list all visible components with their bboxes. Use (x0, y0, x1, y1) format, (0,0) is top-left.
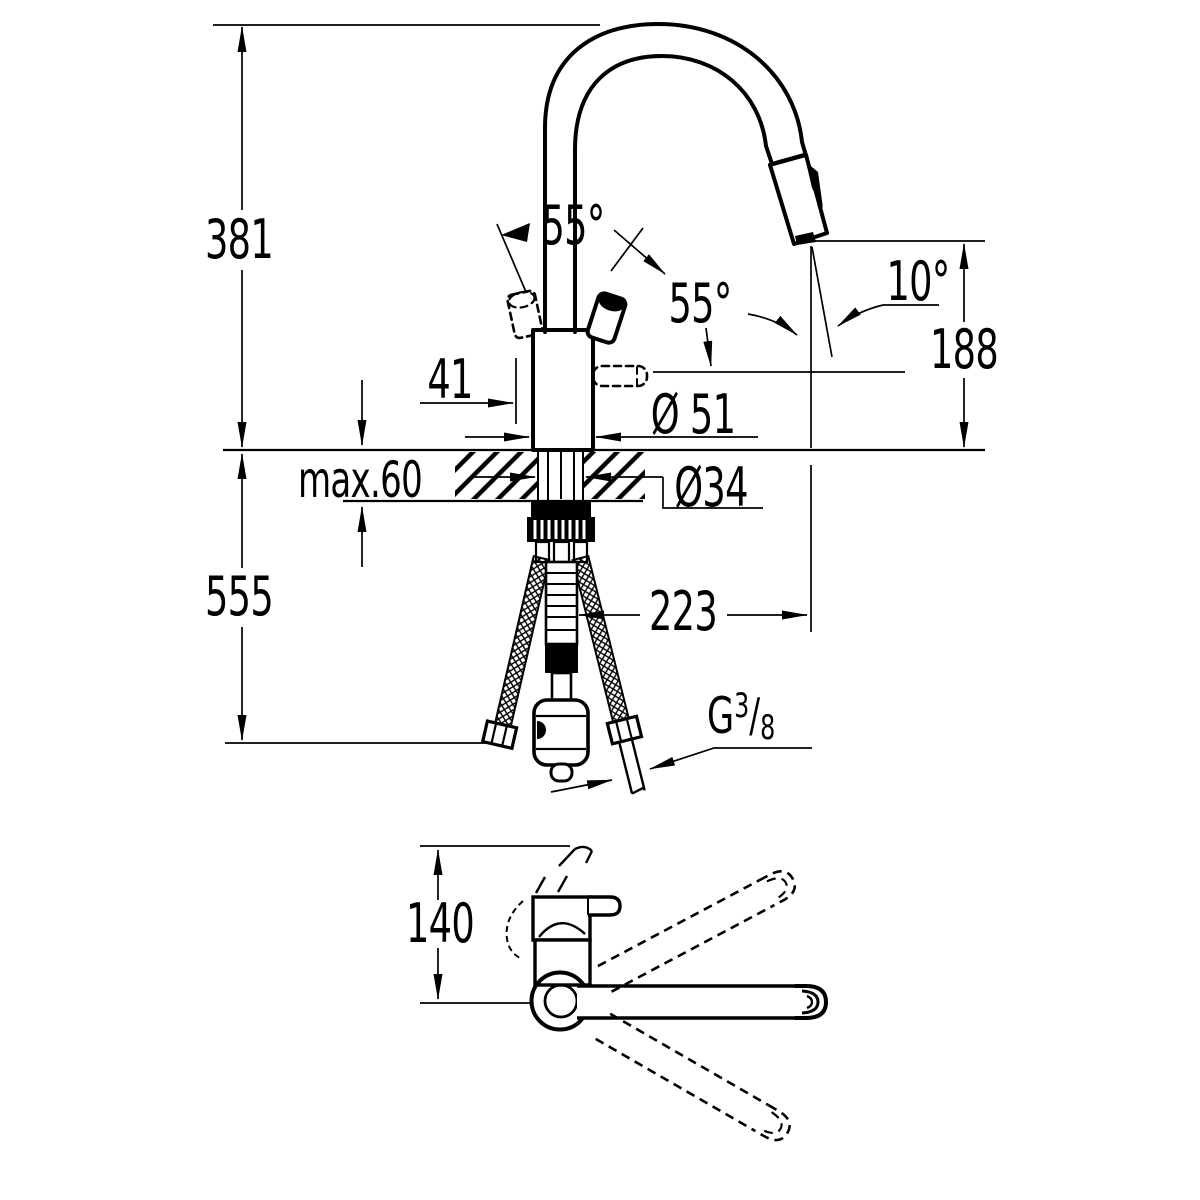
plan-spout-tube (577, 984, 795, 1020)
deck-hatch-left (455, 452, 538, 499)
faucet-body (531, 328, 595, 452)
angle-55-open-label: 55° (541, 194, 605, 257)
plan-spout-swivel-down (595, 1012, 791, 1142)
annotation-g38 (550, 747, 812, 793)
plan-handle-tab (588, 895, 622, 917)
annotation-55deg-handle (496, 223, 666, 293)
plan-spout-end (795, 984, 829, 1020)
thread-denominator: 8 (760, 708, 776, 748)
hose-tube (550, 671, 573, 703)
thread-g38-label: G3/8 (707, 688, 775, 745)
handle-end-cap (598, 294, 625, 312)
faucet-handle (585, 291, 628, 345)
under-counter-assembly (480, 500, 646, 795)
thread-letter: G (707, 687, 735, 745)
dim-41-label: 41 (427, 348, 473, 411)
plan-spout-swivel-up (597, 870, 797, 993)
hose-coupling (545, 644, 578, 673)
pullout-hose-bands (546, 572, 577, 631)
pullout-hose-guide (544, 560, 579, 646)
thread-slash: / (749, 688, 761, 742)
mounting-shank (531, 500, 591, 517)
supply-hose-left (480, 555, 551, 751)
angle-10-label: 10° (886, 250, 950, 313)
weight-tip (549, 762, 574, 783)
dim-140-label: 140 (405, 892, 475, 955)
dim-381-label: 381 (204, 208, 274, 271)
dim-max60-label: max.60 (297, 451, 423, 509)
dimension-555 (225, 453, 497, 744)
countertop-section (223, 390, 985, 503)
plan-view (505, 845, 829, 1142)
mounting-nut-ribs (533, 520, 586, 539)
dim-34-label: Ø34 (674, 456, 748, 519)
thread-tail-pipe (618, 738, 646, 795)
dim-188-label: 188 (929, 318, 999, 381)
dim-223-label: 223 (648, 580, 718, 643)
dim-51-label: Ø 51 (650, 383, 736, 446)
spray-outlet-face (795, 232, 816, 245)
handle-side-dashed (591, 364, 649, 388)
angle-55-side-label: 55° (668, 272, 732, 335)
thread-numerator: 3 (734, 686, 750, 726)
plan-inner-circle (543, 983, 579, 1019)
dim-555-label: 555 (204, 565, 274, 628)
annotation-55deg-side (653, 313, 905, 373)
spout-inner-curve (573, 54, 773, 334)
spout-outer-curve (543, 22, 809, 334)
plan-handle-sketch (534, 845, 594, 894)
dimension-140 (420, 845, 570, 1004)
weight-clip (537, 721, 546, 739)
deck-hatch-right (583, 452, 645, 499)
plan-dome-dashed (505, 900, 524, 959)
dimension-188 (814, 240, 985, 448)
annotation-10deg (810, 246, 939, 632)
dimension-381 (213, 24, 600, 448)
hose-fitting-left (480, 719, 519, 751)
plan-dome-arc (538, 922, 586, 938)
supply-hose-right (571, 554, 646, 795)
spray-head (768, 153, 829, 246)
dimension-lines (213, 24, 985, 1004)
spray-head-shade (806, 162, 823, 208)
faucet-front-view (506, 22, 829, 452)
handle-open-dashed (506, 289, 544, 340)
